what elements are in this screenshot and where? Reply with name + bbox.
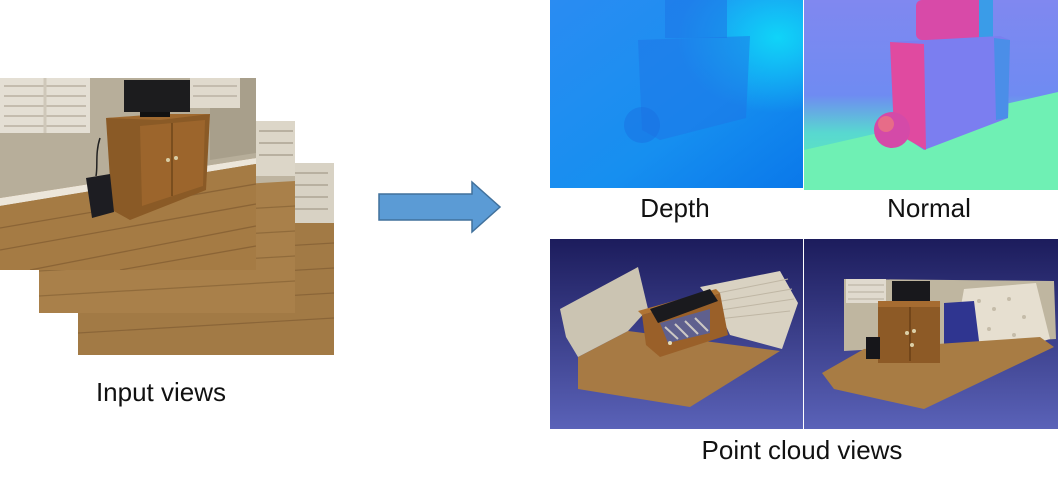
depth-map-image bbox=[550, 0, 803, 188]
input-view-frame-1 bbox=[0, 78, 256, 270]
point-cloud-views-caption: Point cloud views bbox=[701, 435, 903, 465]
input-views-caption: Input views bbox=[95, 377, 227, 407]
depth-caption: Depth bbox=[640, 193, 710, 223]
right-arrow-icon bbox=[377, 180, 503, 234]
normal-map-image bbox=[804, 0, 1058, 190]
normal-caption: Normal bbox=[887, 193, 971, 223]
point-cloud-view-2 bbox=[804, 239, 1058, 429]
point-cloud-view-1 bbox=[550, 239, 803, 429]
input-views-stack bbox=[0, 78, 335, 356]
